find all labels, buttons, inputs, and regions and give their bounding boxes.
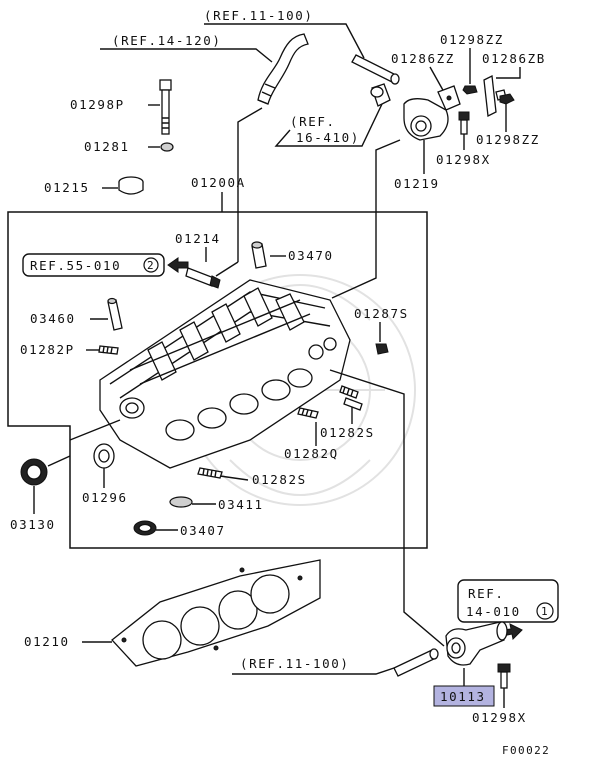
seal-01296-callout[interactable]: 01296 [82,490,128,505]
ref-14-010-callout[interactable]: REF. 14-010 1 [457,579,559,623]
ref-55-010-label: REF.55-010 [30,258,121,273]
part-03460-label: 03460 [30,311,76,326]
stud-01282p [98,345,119,355]
ref-11-100-bottom-callout[interactable]: (REF.11-100) [240,656,350,671]
pin-03460-callout[interactable]: 03460 [30,311,76,326]
pcv-pipe-top [351,54,400,85]
bolt-01298p-callout[interactable]: 01298P [70,97,125,112]
outlet-01219-callout[interactable]: 01219 [394,176,440,191]
figure-code: F00022 [502,744,550,757]
head-gasket-01210 [111,559,321,667]
stud-01282q [297,407,319,419]
part-01282s-a-label: 01282S [320,425,375,440]
studs-01282s-upper-callout[interactable]: 01282S [320,425,375,440]
cylinder-head-group-frame [7,211,428,549]
ref-16-410-callout[interactable]: (REF. 16-410) [290,114,360,145]
part-01215-label: 01215 [44,180,90,195]
stud-01282p-callout[interactable]: 01282P [20,342,75,357]
dowel-pin-03460 [107,297,123,331]
ref-16-410-label-b: 16-410) [296,130,360,145]
seal-03407-callout[interactable]: 03407 [180,523,226,538]
ref-14-120-callout[interactable]: (REF.14-120) [112,33,222,48]
part-01282p-label: 01282P [20,342,75,357]
part-01282q-label: 01282Q [284,446,339,461]
washer-01281-callout[interactable]: 01281 [84,139,130,154]
plug-01287s [375,343,389,355]
bolt-01298x-bottom-callout[interactable]: 01298X [472,710,527,725]
part-01287s-label: 01287S [354,306,409,321]
part-03470-label: 03470 [288,248,334,263]
bracket-01286zb-callout[interactable]: 01286ZB [482,51,546,66]
part-03407-label: 03407 [180,523,226,538]
water-outlet-01219 [403,98,449,141]
stud-01282s-lower [197,467,223,479]
plug-01287s-callout[interactable]: 01287S [354,306,409,321]
part-01281-label: 01281 [84,139,130,154]
bracket-01286zb [483,75,507,117]
seal-03407 [133,520,157,536]
stud-01282s-lower-callout[interactable]: 01282S [252,472,307,487]
sensor-01214-callout[interactable]: 01214 [175,231,221,246]
cap-plug-01215 [118,176,144,195]
bracket-01286zz [437,85,461,111]
head-assy-01200a-callout[interactable]: 01200A [191,175,246,190]
ref-14-010-number: 1 [541,605,549,618]
part-01298p-label: 01298P [70,97,125,112]
oring-03411 [169,496,193,508]
plug-03470-callout[interactable]: 03470 [288,248,334,263]
part-01286zb-label: 01286ZB [482,51,546,66]
ref-11-100-bottom-label: (REF.11-100) [240,656,350,671]
part-01282s-b-label: 01282S [252,472,307,487]
ref-55-010-number: 2 [147,259,155,272]
ref-arrow-left-icon [167,257,189,273]
part-03411-label: 03411 [218,497,264,512]
part-01214-label: 01214 [175,231,221,246]
part-03130-label: 03130 [10,517,56,532]
ref-14-010-label-a: REF. [468,586,505,601]
part-10113-highlight-callout[interactable]: 10113 [433,685,495,707]
stud-01282q-callout[interactable]: 01282Q [284,446,339,461]
ref-11-100-top-label: (REF.11-100) [204,8,314,23]
seal-03130-callout[interactable]: 03130 [10,517,56,532]
part-01298x-bottom-label: 01298X [472,710,527,725]
nut-01298zz-right [499,93,515,105]
part-10113-label: 10113 [440,689,486,704]
oring-03411-callout[interactable]: 03411 [218,497,264,512]
cylinder-head-body [99,279,351,469]
water-outlet-10113 [445,621,508,666]
part-01298x-top-label: 01298X [436,152,491,167]
washer-01281 [160,142,174,152]
ref-14-010-label-b: 14-010 [466,604,521,619]
part-01210-label: 01210 [24,634,70,649]
temp-sensor-01214 [185,240,239,289]
ref-55-010-callout[interactable]: REF.55-010 2 [22,253,165,277]
bracket-01286zz-callout[interactable]: 01286ZZ [391,51,455,66]
ref-11-100-top-callout[interactable]: (REF.11-100) [204,8,314,23]
nut-01298zz-right-callout[interactable]: 01298ZZ [476,132,540,147]
part-01298zz-right-label: 01298ZZ [476,132,540,147]
part-01298zz-top-label: 01298ZZ [440,32,504,47]
part-01296-label: 01296 [82,490,128,505]
part-01200a-label: 01200A [191,175,246,190]
plug-03470 [251,241,267,269]
part-01286zz-label: 01286ZZ [391,51,455,66]
ref-14-120-label: (REF.14-120) [112,33,222,48]
cam-seal-01296 [93,443,115,469]
oil-seal-03130 [20,458,48,486]
ref-16-410-label-a: (REF. [290,114,336,129]
bolt-01298x-top [458,111,470,135]
pcv-pipe-bottom [393,648,439,677]
gasket-01210-callout[interactable]: 01210 [24,634,70,649]
stud-01282s-upper [339,385,363,411]
bolt-01298x-bottom [497,663,511,689]
bolt-01298p [159,79,172,135]
bolt-01298x-top-callout[interactable]: 01298X [436,152,491,167]
nut-01298zz-top-callout[interactable]: 01298ZZ [440,32,504,47]
plug-01215-callout[interactable]: 01215 [44,180,90,195]
nut-01298zz-top [462,85,478,95]
part-01219-label: 01219 [394,176,440,191]
sensor-ref-16-410 [370,83,391,107]
